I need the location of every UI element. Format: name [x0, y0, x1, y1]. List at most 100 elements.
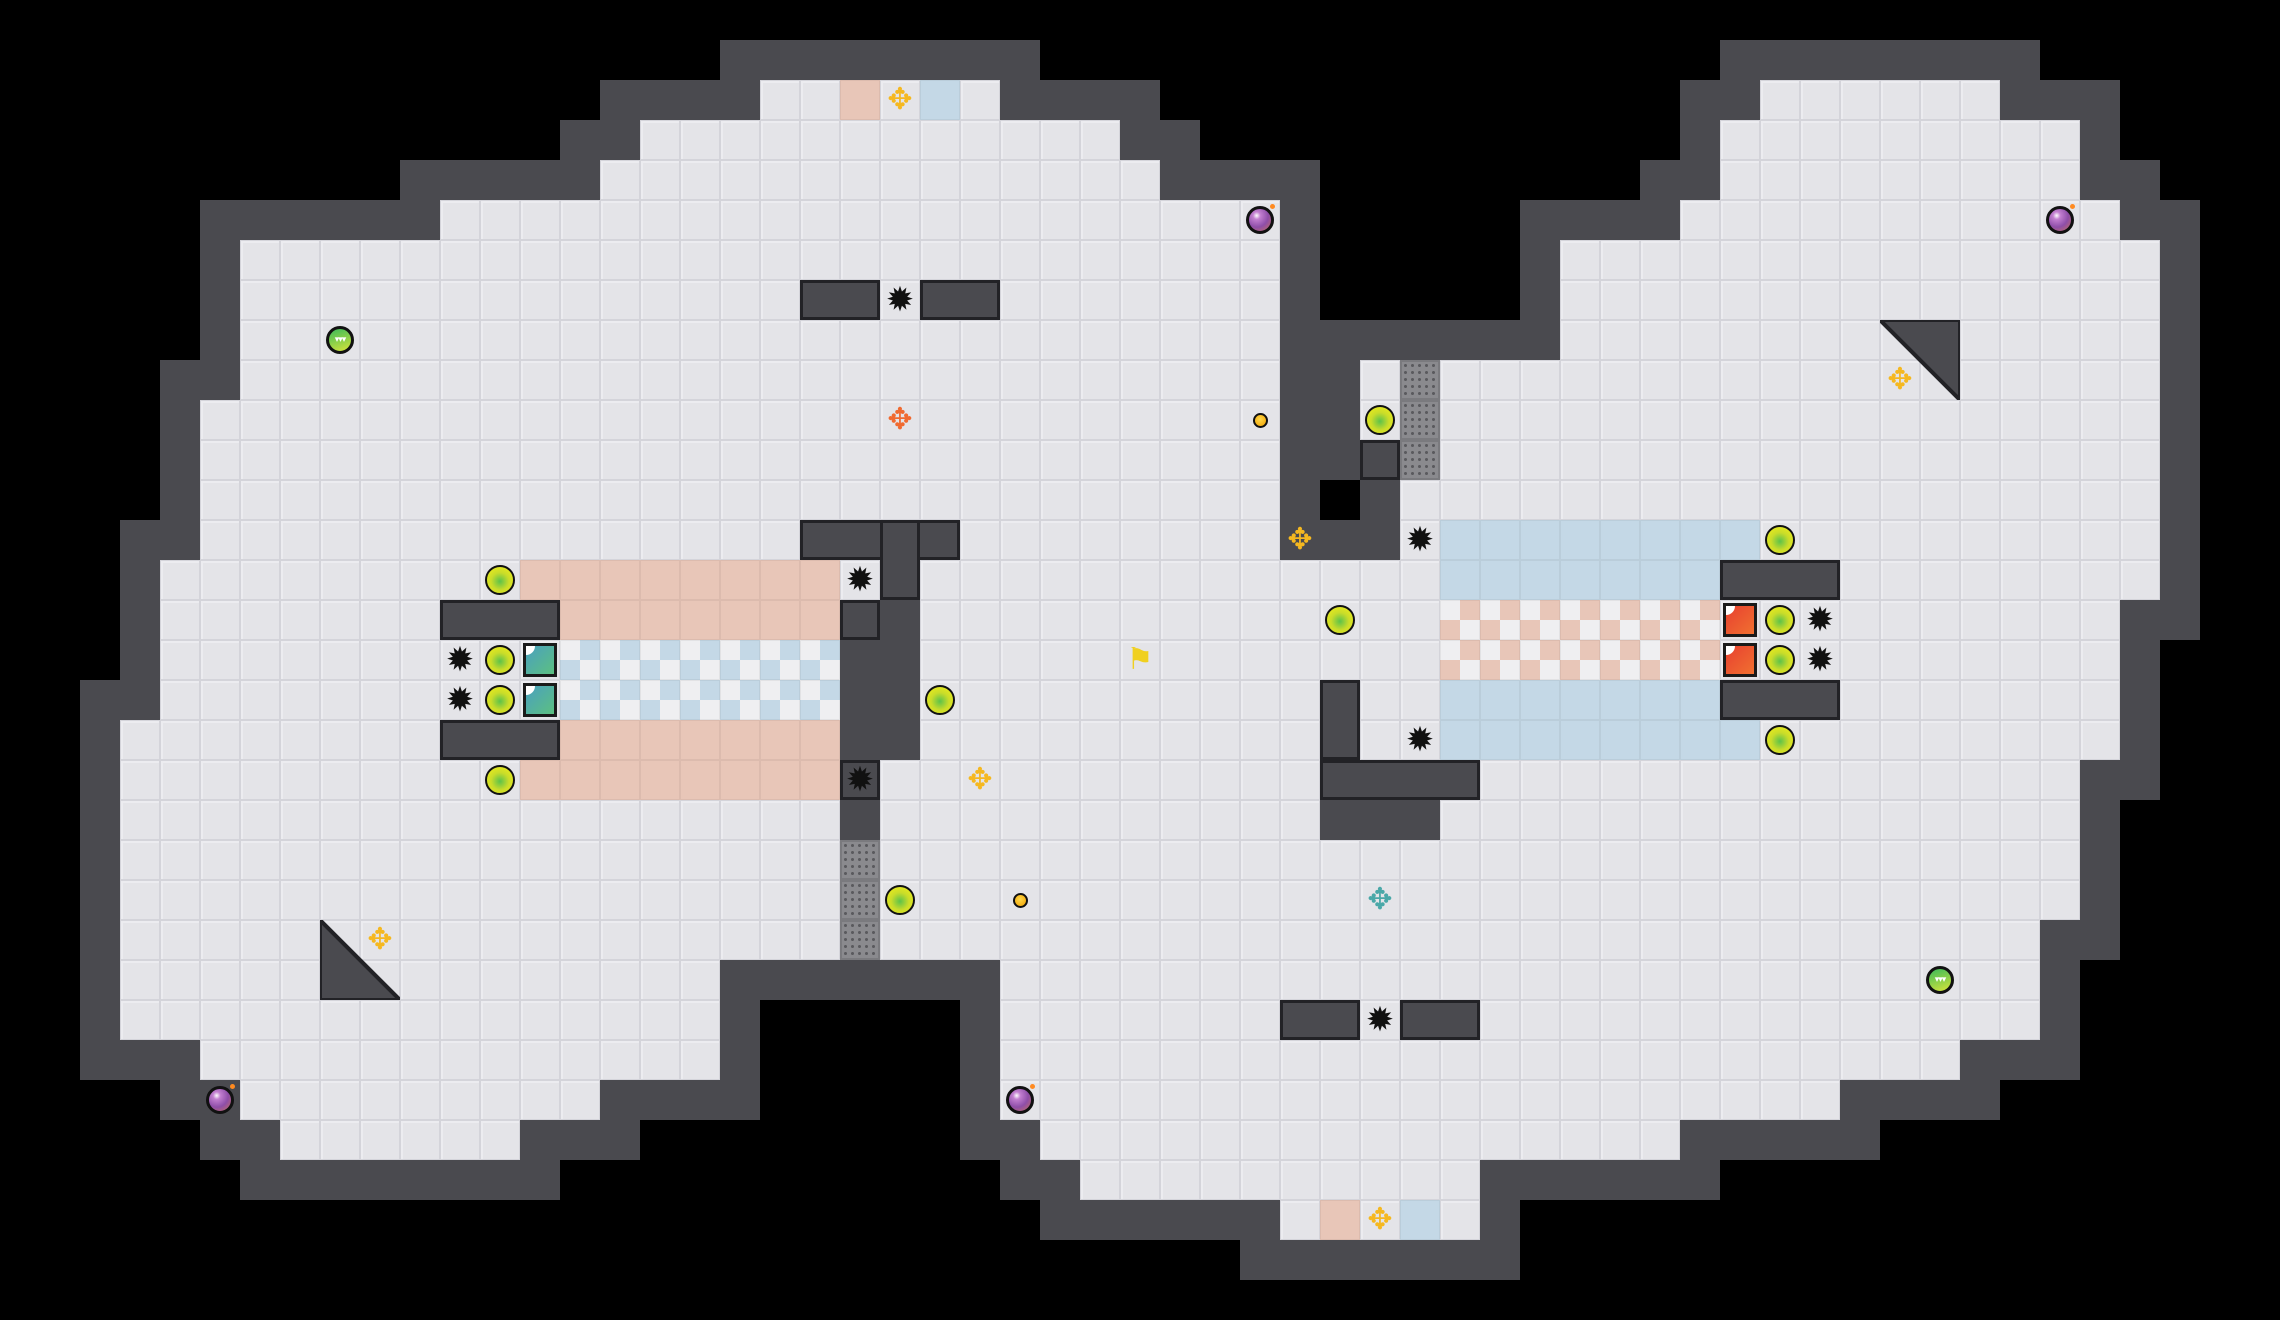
speed-pellet[interactable] [1240, 400, 1280, 440]
powerup-orb[interactable] [480, 760, 520, 800]
spike-trap[interactable]: ✹ [840, 560, 880, 600]
boost-pad[interactable]: ✥ [960, 760, 1000, 800]
floor-tile [1640, 480, 1680, 520]
floor-tile [1040, 200, 1080, 240]
floor-tile [1680, 1000, 1720, 1040]
wall-segment [1240, 160, 1280, 200]
floor-tile [1040, 280, 1080, 320]
floor-tile [1240, 1120, 1280, 1160]
spike-trap[interactable]: ✹ [1800, 600, 1840, 640]
powerup-orb[interactable] [480, 680, 520, 720]
powerup-orb[interactable] [480, 560, 520, 600]
floor-tile [1320, 880, 1360, 920]
blue-team-zone [1520, 680, 1560, 720]
wall-segment [1280, 520, 1320, 560]
floor-tile [1520, 1080, 1560, 1120]
powerup-orb[interactable] [1760, 520, 1800, 560]
red-team-zone [800, 600, 840, 640]
floor-tile [680, 960, 720, 1000]
red-spawn-point[interactable] [520, 680, 560, 720]
blue-spawn-point[interactable] [1720, 600, 1760, 640]
wall-segment [160, 1080, 200, 1120]
red-team-zone [600, 560, 640, 600]
boost-pad[interactable]: ✥ [1360, 1200, 1400, 1240]
red-spawn-point[interactable] [520, 640, 560, 680]
floor-tile [1840, 1040, 1880, 1080]
spike-trap[interactable]: ✹ [440, 640, 480, 680]
floor-tile [2080, 400, 2120, 440]
floor-tile [1680, 440, 1720, 480]
red-team-zone [680, 760, 720, 800]
powerup-orb[interactable] [1760, 720, 1800, 760]
powerup-orb[interactable] [1360, 400, 1400, 440]
red-team-zone [560, 560, 600, 600]
floor-tile [1160, 840, 1200, 880]
boost-pad[interactable]: ✥ [360, 920, 400, 960]
spike-trap[interactable]: ✹ [1400, 720, 1440, 760]
floor-tile [680, 1040, 720, 1080]
powerup-orb[interactable] [480, 640, 520, 680]
blue-flag-lane [600, 680, 640, 720]
floor-tile [1560, 760, 1600, 800]
wall-segment [1680, 160, 1720, 200]
wall-segment [1720, 80, 1760, 120]
boost-pad[interactable]: ✥ [880, 400, 920, 440]
floor-tile [1280, 680, 1320, 720]
spike-trap[interactable]: ✹ [880, 280, 920, 320]
boost-pad[interactable]: ✥ [1360, 880, 1400, 920]
blue-spawn-point[interactable] [1720, 640, 1760, 680]
neutral-flag[interactable]: ⚑ [1120, 640, 1160, 680]
boost-pad[interactable]: ✥ [880, 80, 920, 120]
floor-tile [800, 440, 840, 480]
spike-trap[interactable]: ✹ [440, 680, 480, 720]
floor-tile [1840, 800, 1880, 840]
floor-tile [2000, 920, 2040, 960]
speed-pellet[interactable] [1000, 880, 1040, 920]
powerup-orb[interactable] [1320, 600, 1360, 640]
wall-segment [1840, 40, 1880, 80]
wall-segment [1240, 1240, 1280, 1280]
bomb[interactable] [1000, 1080, 1040, 1120]
wall-segment [2120, 760, 2160, 800]
red-spawn-point-icon [523, 683, 557, 717]
floor-tile [480, 960, 520, 1000]
boost-pad[interactable]: ✥ [1280, 520, 1320, 560]
floor-tile [1480, 760, 1520, 800]
wall-segment [720, 80, 760, 120]
bomb[interactable] [1240, 200, 1280, 240]
spike-trap[interactable]: ✹ [1400, 520, 1440, 560]
floor-tile [120, 880, 160, 920]
spike-trap[interactable]: ✹ [840, 760, 880, 800]
floor-tile [480, 1000, 520, 1040]
floor-tile [1280, 600, 1320, 640]
wall-segment [680, 1080, 720, 1120]
floor-tile [440, 840, 480, 880]
floor-tile [920, 600, 960, 640]
floor-tile [840, 400, 880, 440]
powerup-orb[interactable] [880, 880, 920, 920]
shield-pickup[interactable]: ▾▾▾ [320, 320, 360, 360]
floor-tile [240, 1000, 280, 1040]
red-flag-lane [1520, 640, 1560, 680]
floor-tile [1040, 520, 1080, 560]
bomb[interactable] [2040, 200, 2080, 240]
shield-pickup-icon: ▾▾▾ [1926, 966, 1954, 994]
powerup-orb[interactable] [1760, 640, 1800, 680]
floor-tile [2000, 400, 2040, 440]
floor-tile [800, 880, 840, 920]
bomb[interactable] [200, 1080, 240, 1120]
shield-pickup[interactable]: ▾▾▾ [1920, 960, 1960, 1000]
boost-pad[interactable]: ✥ [1880, 360, 1920, 400]
floor-tile [1880, 800, 1920, 840]
floor-tile [1200, 1080, 1240, 1120]
floor-tile [1680, 880, 1720, 920]
blue-team-zone [1680, 720, 1720, 760]
floor-tile [1280, 960, 1320, 1000]
spike-trap[interactable]: ✹ [1360, 1000, 1400, 1040]
wall-segment [840, 640, 880, 680]
powerup-orb[interactable] [920, 680, 960, 720]
spike-trap[interactable]: ✹ [1800, 640, 1840, 680]
floor-tile [1880, 200, 1920, 240]
powerup-orb[interactable] [1760, 600, 1800, 640]
floor-tile [1880, 600, 1920, 640]
